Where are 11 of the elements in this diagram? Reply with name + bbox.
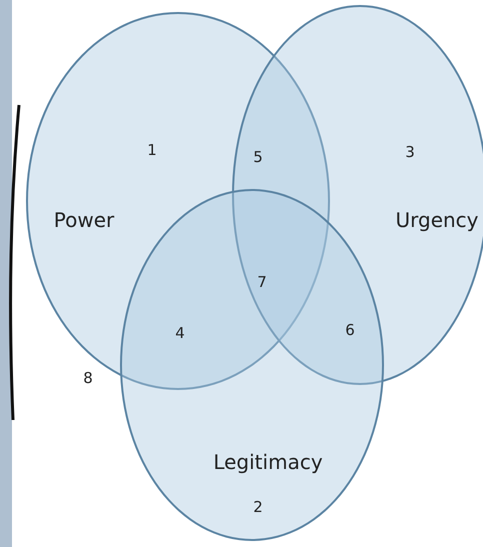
set-label: Urgency [395, 208, 479, 232]
region-number: 6 [345, 321, 355, 339]
region-number: 8 [83, 369, 93, 387]
set-label: Power [54, 208, 114, 232]
set-label: Legitimacy [213, 450, 323, 474]
region-number: 1 [147, 141, 157, 159]
region-number: 7 [257, 273, 267, 291]
region-number: 3 [405, 143, 415, 161]
region-number: 2 [253, 498, 263, 516]
region-number: 4 [175, 324, 185, 342]
region-number: 5 [253, 148, 263, 166]
